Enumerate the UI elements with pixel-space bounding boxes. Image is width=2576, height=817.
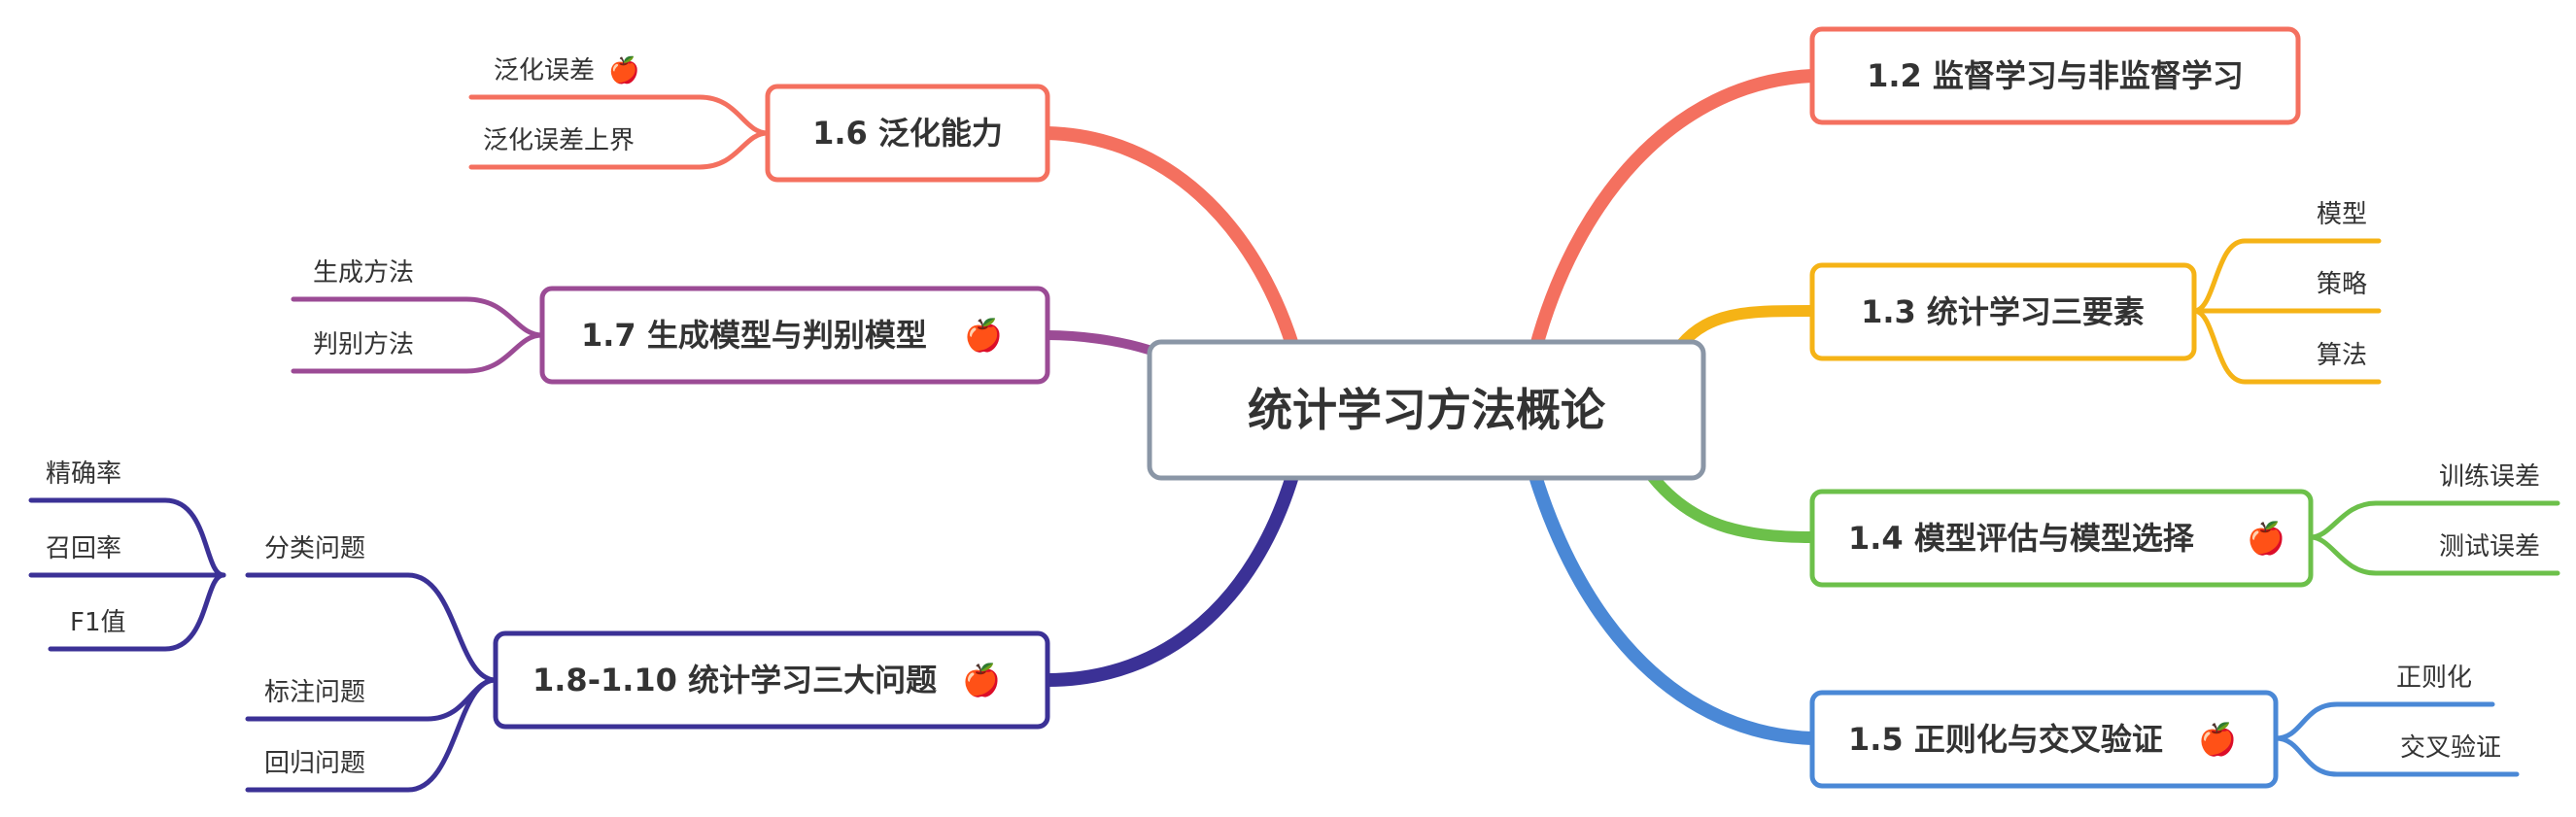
apple-icon: 🍎 (608, 54, 639, 85)
connector-root-1-3 (1675, 305, 1818, 351)
connector-line (291, 332, 545, 374)
leaf-tagging[interactable]: 标注问题 (264, 678, 365, 707)
leaf-recall[interactable]: 召回率 (46, 534, 121, 563)
leaf-test-error[interactable]: 测试误差 (2439, 532, 2540, 562)
leaf-discriminative-method[interactable]: 判别方法 (313, 330, 414, 359)
root-node-box (1147, 339, 1706, 481)
leaf-generalization-error[interactable]: 泛化误差 (494, 56, 595, 85)
root-node[interactable]: 统计学习方法概论 (1147, 339, 1706, 481)
node-1-6-label: 1.6 泛化能力 (812, 115, 1003, 152)
node-box (493, 630, 1050, 730)
connector-line (245, 677, 498, 793)
node-1-6[interactable]: 1.6 泛化能力 (765, 84, 1050, 183)
leaf-cross-validation[interactable]: 交叉验证 (2400, 733, 2501, 763)
node-1-3-label: 1.3 统计学习三要素 (1861, 293, 2145, 330)
node-1-7-label: 1.7 生成模型与判别模型 (581, 317, 927, 354)
connector-root-1-6 (1041, 126, 1299, 352)
connector-line (291, 296, 545, 338)
connector-line (2273, 735, 2520, 777)
node-1-5[interactable]: 1.5 正则化与交叉验证 🍎 (1809, 690, 2279, 789)
node-box (1809, 489, 2314, 588)
connector-root-1-2 (1528, 69, 1819, 357)
leaf-model[interactable]: 模型 (2317, 200, 2367, 229)
connector-line (2273, 701, 2495, 741)
connector-line (2308, 500, 2560, 540)
connector-root-1-4 (1646, 470, 1818, 543)
connector-line (2191, 308, 2382, 385)
connector-root-1-8 (1041, 469, 1299, 687)
apple-icon: 🍎 (2247, 520, 2285, 556)
node-box (1809, 262, 2197, 361)
node-1-8[interactable]: 1.8-1.10 统计学习三大问题 🍎 (493, 630, 1050, 730)
leaf-strategy[interactable]: 策略 (2317, 270, 2367, 299)
leaf-connectors (28, 94, 2560, 793)
node-1-8-label: 1.8-1.10 统计学习三大问题 (532, 662, 937, 698)
leaf-regression[interactable]: 回归问题 (264, 749, 365, 778)
connector-root-1-5 (1528, 469, 1819, 745)
root-node-label: 统计学习方法概论 (1248, 384, 1606, 436)
node-box (539, 286, 1050, 385)
apple-icon: 🍎 (964, 317, 1003, 353)
node-1-4[interactable]: 1.4 模型评估与模型选择 🍎 (1809, 489, 2314, 588)
apple-icon: 🍎 (2198, 721, 2237, 757)
node-1-7[interactable]: 1.7 生成模型与判别模型 🍎 (539, 286, 1050, 385)
connector-line (2191, 238, 2382, 314)
leaf-generative-method[interactable]: 生成方法 (313, 258, 414, 288)
leaf-generalization-bound[interactable]: 泛化误差上界 (483, 126, 635, 155)
leaf-training-error[interactable]: 训练误差 (2439, 462, 2540, 492)
connector-line (468, 94, 771, 136)
apple-icon: 🍎 (962, 662, 1001, 698)
node-1-5-label: 1.5 正则化与交叉验证 (1848, 721, 2163, 758)
node-box (765, 84, 1050, 183)
node-1-2-label: 1.2 监督学习与非监督学习 (1867, 57, 2244, 94)
leaf-precision[interactable]: 精确率 (46, 460, 121, 489)
connector-root-1-7 (1043, 330, 1153, 355)
node-1-3[interactable]: 1.3 统计学习三要素 (1809, 262, 2197, 361)
leaf-f1[interactable]: F1值 (70, 608, 126, 637)
leaf-algorithm[interactable]: 算法 (2317, 341, 2367, 370)
connector-line (28, 497, 226, 578)
main-connectors (1041, 69, 1819, 745)
node-box (1809, 690, 2279, 789)
node-1-4-label: 1.4 模型评估与模型选择 (1848, 520, 2195, 557)
connector-line (48, 572, 226, 652)
leaf-classification[interactable]: 分类问题 (264, 534, 365, 563)
leaf-regularization[interactable]: 正则化 (2396, 664, 2472, 693)
node-1-2[interactable]: 1.2 监督学习与非监督学习 (1809, 26, 2301, 125)
node-box (1809, 26, 2301, 125)
connector-line (245, 572, 498, 683)
connector-line (2308, 534, 2560, 576)
connector-line (468, 130, 771, 170)
